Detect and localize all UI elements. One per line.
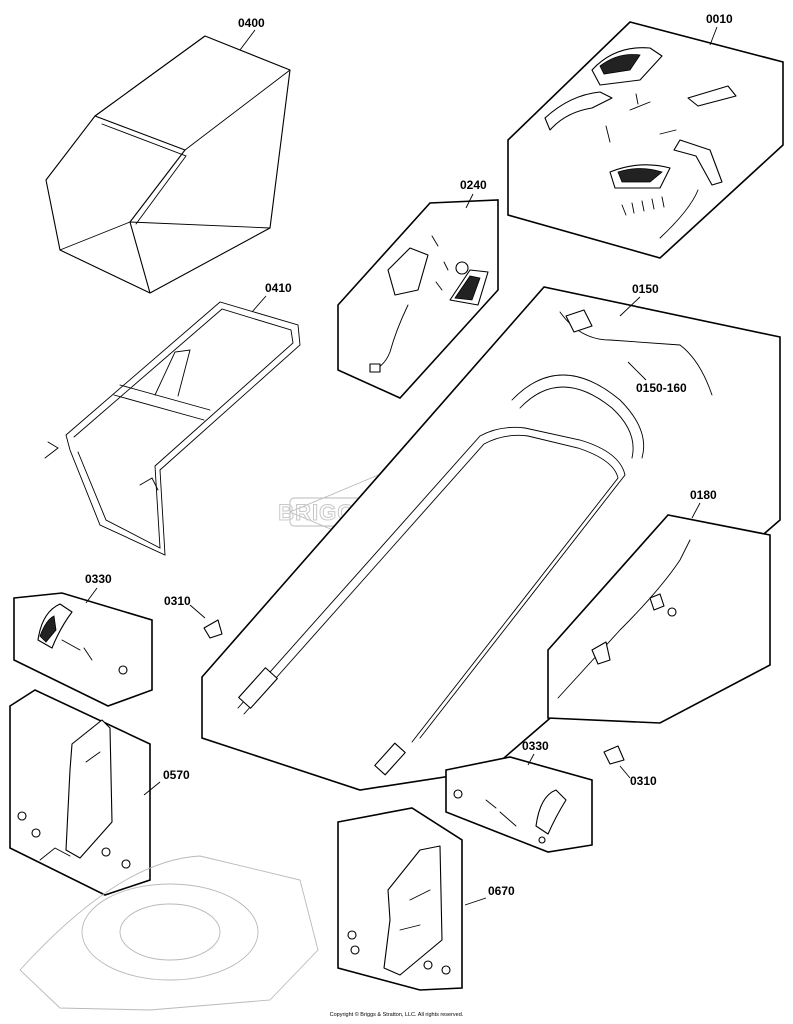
grass-bag-label: 0400 <box>238 16 265 30</box>
clip-right-part[interactable] <box>603 745 625 765</box>
switch-kit-box[interactable] <box>337 199 499 399</box>
clip-right-leader <box>619 765 631 779</box>
grass-bag-part[interactable] <box>45 35 291 294</box>
switch-kit-label: 0240 <box>460 178 487 192</box>
knob-kit-right-label: 0330 <box>522 739 549 753</box>
knob-kit-right-leader <box>527 753 535 766</box>
handle-label: 0150 <box>632 282 659 296</box>
mower-deck-outline <box>19 855 319 1011</box>
knob-kit-right-box[interactable] <box>445 756 593 853</box>
clip-left-leader <box>189 604 206 619</box>
cable-label: 0180 <box>690 488 717 502</box>
control-kit-label: 0010 <box>706 12 733 26</box>
knob-kit-right-parts <box>453 789 567 844</box>
knob-kit-left-leader <box>85 587 98 604</box>
grass-bag-leader <box>239 29 256 51</box>
bag-frame-part[interactable] <box>44 301 301 556</box>
control-kit-leader <box>709 26 718 46</box>
handle-cable-label: 0150-160 <box>636 381 687 395</box>
bracket-right-leader <box>464 897 487 906</box>
clip-left-label: 0310 <box>164 594 191 608</box>
handle-leader <box>619 296 641 317</box>
cable-leader <box>691 502 701 519</box>
cable-parts <box>557 539 691 699</box>
bracket-right-parts <box>347 845 451 976</box>
bracket-left-parts <box>17 719 131 869</box>
bracket-right-label: 0670 <box>488 884 515 898</box>
bracket-left-label: 0570 <box>163 768 190 782</box>
knob-kit-left-box[interactable] <box>13 592 153 707</box>
handle-cable-leader <box>627 361 647 381</box>
cable-box[interactable] <box>547 514 771 724</box>
clip-right-label: 0310 <box>630 774 657 788</box>
knob-kit-left-parts <box>37 603 128 675</box>
upper-handle-part <box>237 309 713 776</box>
knob-kit-left-label: 0330 <box>85 572 112 586</box>
control-kit-parts <box>544 47 737 239</box>
switch-kit-leader <box>465 193 474 209</box>
bag-frame-label: 0410 <box>265 281 292 295</box>
bracket-left-leader <box>143 781 161 796</box>
switch-kit-parts <box>369 235 489 373</box>
control-kit-box[interactable] <box>507 21 784 259</box>
copyright-notice: Copyright © Briggs & Stratton, LLC. All … <box>329 1012 464 1018</box>
clip-left-part[interactable] <box>203 619 223 639</box>
bag-frame-leader <box>251 295 267 313</box>
